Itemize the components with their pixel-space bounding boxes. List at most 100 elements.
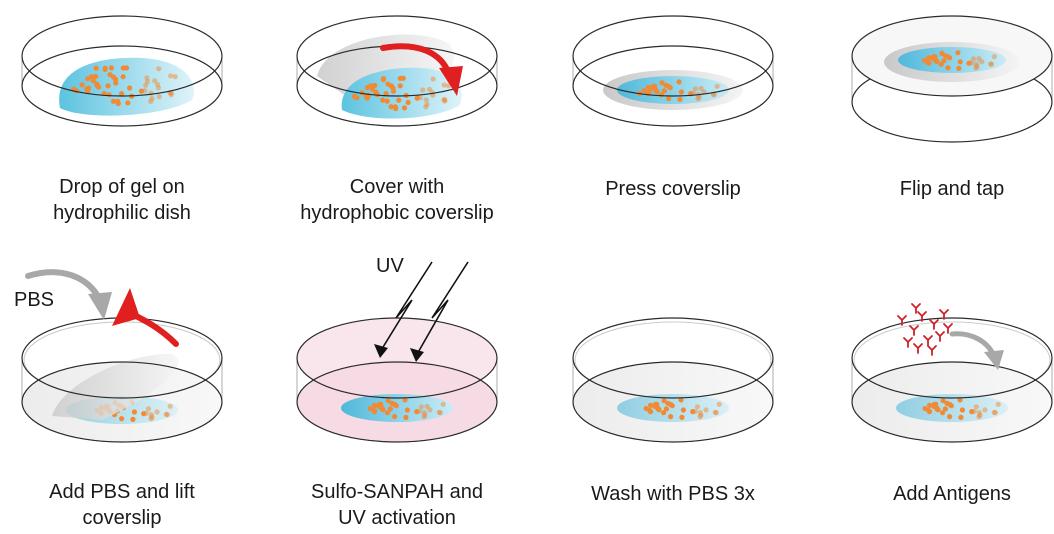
- bead: [926, 409, 933, 415]
- antigen-icon: [943, 323, 953, 334]
- dish-front: [572, 15, 774, 127]
- bead: [405, 99, 411, 105]
- bead: [991, 54, 998, 60]
- bead: [430, 76, 436, 82]
- dish-bottom-edge: [572, 85, 774, 127]
- gel-layer: [898, 47, 1006, 73]
- antigen-icon: [909, 325, 919, 336]
- bead: [120, 65, 126, 71]
- bead: [403, 414, 409, 420]
- caption-antigens: Add Antigens: [822, 481, 1054, 507]
- bead: [385, 398, 391, 404]
- bead: [404, 407, 410, 413]
- bead: [427, 407, 433, 413]
- caption-wash: Wash with PBS 3x: [543, 481, 803, 507]
- bead: [130, 416, 136, 422]
- bead: [424, 101, 430, 107]
- bead: [145, 406, 151, 412]
- antigen-icon: [923, 335, 933, 346]
- bead: [143, 82, 149, 88]
- bead: [422, 412, 428, 418]
- bead: [387, 406, 393, 412]
- antigen-icon: [935, 331, 945, 342]
- bead: [414, 409, 420, 415]
- dish-bottom-edge: [296, 401, 498, 443]
- bead: [696, 94, 702, 100]
- dish-top-rim: [851, 317, 1053, 399]
- dish-front: [21, 15, 223, 127]
- dish-floor-edge: [21, 361, 223, 403]
- bead: [647, 409, 654, 415]
- gel-layer: [617, 76, 729, 104]
- bead: [149, 414, 155, 420]
- bead: [414, 95, 420, 101]
- dish-bottom-edge: [572, 401, 774, 443]
- bead: [418, 404, 424, 410]
- bead: [939, 50, 945, 57]
- dish-bottom-edge: [851, 401, 1053, 443]
- bead: [440, 401, 446, 407]
- step-antigens: [851, 303, 1053, 443]
- bead: [932, 54, 938, 60]
- step-wash: [572, 317, 774, 443]
- bead: [115, 100, 121, 107]
- bead: [402, 397, 408, 403]
- bead: [934, 406, 940, 412]
- bead: [397, 75, 403, 81]
- bead: [926, 402, 933, 408]
- caption-line: Wash with PBS 3x: [591, 483, 755, 505]
- bead: [167, 403, 173, 409]
- bead: [156, 94, 162, 100]
- bead: [690, 409, 696, 415]
- bead: [365, 92, 371, 98]
- bead: [988, 61, 995, 67]
- dish-front: [851, 317, 1053, 443]
- bead: [977, 412, 983, 418]
- dish-bottom-edge: [296, 85, 498, 127]
- bead: [661, 398, 667, 404]
- bead: [679, 414, 685, 420]
- antigen-icon: [897, 315, 907, 326]
- bead: [168, 92, 174, 98]
- caption-flip: Flip and tap: [822, 176, 1054, 202]
- bead: [385, 81, 391, 87]
- bead: [420, 87, 426, 93]
- bead: [974, 63, 980, 70]
- bead: [678, 397, 684, 403]
- caption-line: Drop of gel on: [59, 176, 185, 198]
- pbs-arrow-shaft: [25, 269, 103, 303]
- lift-arrow: [112, 288, 179, 347]
- bead: [152, 78, 158, 84]
- dish-top-rim: [572, 317, 774, 399]
- gel-beads: [367, 397, 446, 420]
- caption-line: Flip and tap: [899, 178, 1005, 200]
- bead: [79, 82, 85, 88]
- step-cover: [296, 15, 498, 127]
- bead: [668, 414, 674, 420]
- bead: [957, 59, 963, 65]
- bead: [969, 409, 975, 415]
- bead: [392, 414, 398, 420]
- antigen-icon: [939, 309, 949, 320]
- bead: [164, 412, 170, 418]
- bead: [141, 411, 147, 417]
- bead: [940, 398, 946, 404]
- antigen-icon: [903, 337, 913, 348]
- bead: [933, 58, 939, 64]
- bead: [351, 93, 357, 99]
- bead: [973, 404, 980, 410]
- dish-floor-edge: [296, 361, 498, 403]
- bead: [926, 59, 932, 65]
- bead: [956, 65, 962, 71]
- bead: [94, 83, 100, 89]
- bead: [127, 85, 133, 91]
- bead: [665, 400, 671, 406]
- bead: [390, 88, 396, 94]
- bead: [938, 61, 944, 67]
- bead: [86, 85, 92, 91]
- bead: [680, 407, 687, 413]
- bead: [388, 104, 394, 110]
- bead: [442, 98, 448, 104]
